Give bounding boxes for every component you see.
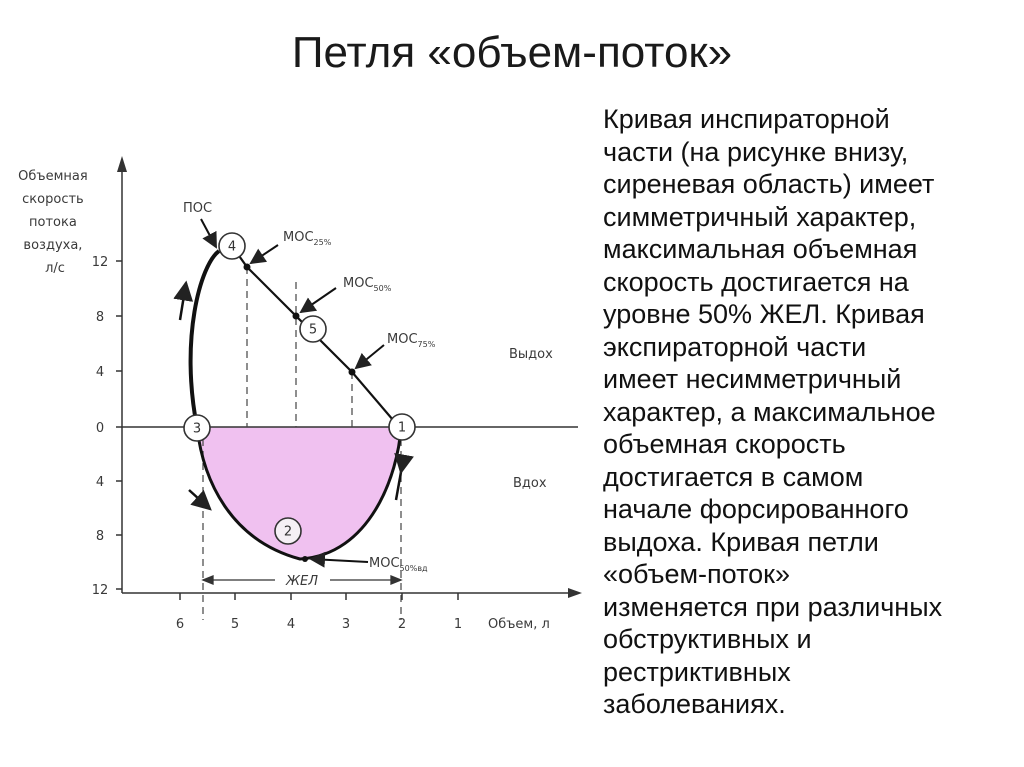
mos25-label: МОС25% [283,230,332,247]
y-title-line: воздуха, [23,238,82,253]
y-tick-label: 8 [96,529,104,544]
x-tick-marks [179,593,459,600]
y-title-line: скорость [22,192,84,207]
y-tick-label: 0 [96,421,104,436]
mos50-label: МОС50% [343,276,392,293]
y-tick-labels: 12 8 4 0 4 8 12 [92,255,109,598]
point-number: 3 [193,422,201,437]
point-1: 1 [388,413,416,441]
pos-label: ПОС [183,201,212,216]
point-number: 4 [228,240,236,255]
description-line: начале форсированного [603,494,909,524]
slide-title: Петля «объем-поток» [291,28,733,77]
point-number: 2 [284,525,292,540]
point-number: 1 [398,421,406,436]
y-axis-arrow [117,156,127,172]
description-line: обструктивных и [603,624,812,654]
y-axis-title: Объемная скорость потока воздуха, л/с [18,169,92,276]
description-line: выдоха. Кривая петли [603,526,879,557]
mos75-label: МОС75% [387,332,436,349]
mos50vd-label: МОС50%вд [369,556,428,573]
up-right-arrow [394,453,414,501]
description-line: имеет несимметричный [603,364,902,394]
mos50vd-point [302,556,308,562]
point-number: 5 [309,323,317,338]
y-title-line: Объемная [18,169,88,184]
y-tick-label: 8 [96,310,104,325]
y-tick-label: 4 [96,475,104,490]
inhale-label: Вдох [513,476,547,491]
y-title-line: потока [29,215,77,230]
description-line: сиреневая область) имеет [603,169,935,199]
y-tick-marks [116,260,122,590]
x-axis-title: Объем, л [488,617,550,632]
down-left-arrow [188,489,212,511]
description-line: части (на рисунке внизу, [603,136,909,167]
mos50vd-arrow [309,551,369,568]
description-line: рестриктивных [603,656,791,687]
up-arrow [173,280,194,321]
y-tick-label: 4 [96,365,104,380]
zhel-bracket [201,575,403,585]
point-3: 3 [183,414,211,442]
dashed-guides [202,267,402,620]
expiratory-curve-rise [188,249,221,428]
x-tick-label: 6 [176,617,184,632]
description-line: экспираторной части [603,331,867,362]
description-line: «объем-поток» [603,559,790,589]
description-line: заболеваниях. [603,689,786,719]
point-2: 2 [274,517,302,545]
description-line: объемная скорость [603,429,846,459]
point-5: 5 [299,315,327,343]
description-line: максимальная объемная [603,234,918,264]
mos50-point [292,312,300,320]
x-tick-label: 3 [342,617,350,632]
description-line: уровне 50% ЖЕЛ. Кривая [603,299,925,329]
inspiratory-curve [195,426,403,561]
x-tick-label: 2 [398,617,406,632]
inspiratory-area [197,427,401,559]
mos25-point [243,263,251,271]
x-tick-labels: 6 5 4 3 2 1 [176,617,462,632]
exhale-label: Выдох [509,347,553,362]
mos25-arrow [249,244,279,265]
description-line: скорость достигается на [603,266,909,297]
zhel-label: ЖЕЛ [285,574,318,589]
description-line: симметричный характер, [603,201,917,232]
x-tick-label: 5 [231,617,239,632]
mos75-arrow [354,344,385,370]
description-line: Кривая инспираторной [603,104,890,134]
pos-arrow [200,218,217,249]
y-tick-label: 12 [92,255,109,270]
y-title-line: л/с [45,261,65,276]
description-line: изменяется при различных [603,591,943,622]
description-line: достигается в самом [603,461,864,492]
mos75-point [348,368,356,376]
x-axis-arrow [568,588,582,598]
point-4: 4 [218,232,246,260]
x-tick-label: 4 [287,617,295,632]
x-tick-label: 1 [454,617,462,632]
y-tick-label: 12 [92,583,109,598]
flow-volume-diagram: Объемная скорость потока воздуха, л/с 12… [18,156,582,632]
description-line: характер, а максимальное [603,396,936,427]
mos50-arrow [299,287,337,314]
